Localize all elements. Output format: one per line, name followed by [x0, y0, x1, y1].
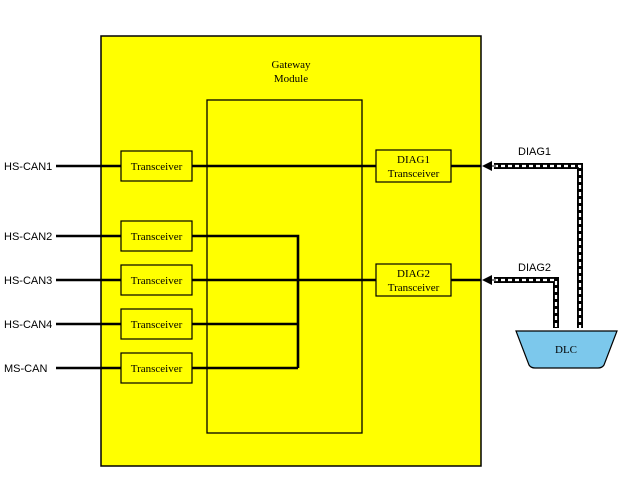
diag1-transceiver-name: DIAG1 [397, 154, 430, 166]
dlc-label: DLC [555, 344, 577, 356]
diag2-transceiver-name: DIAG2 [397, 268, 430, 280]
hs-can4-label: HS-CAN4 [4, 319, 52, 331]
diag2-transceiver-label: Transceiver [388, 282, 440, 294]
diag1-link [482, 161, 583, 328]
hs-can1-label: HS-CAN1 [4, 161, 52, 173]
gateway-title-line1: Gateway [271, 59, 311, 71]
transceiver-hs-can2 [120, 220, 193, 252]
transceiver-hs-can2-label: Transceiver [131, 231, 183, 243]
transceiver-hs-can3-label: Transceiver [131, 275, 183, 287]
ms-can-label: MS-CAN [4, 363, 47, 375]
transceiver-ms-can [120, 352, 193, 384]
gateway-core-block [206, 99, 363, 434]
diag1-transceiver-label: Transceiver [388, 168, 440, 180]
diag2-link-label: DIAG2 [518, 262, 551, 274]
transceiver-hs-can1-label: Transceiver [131, 161, 183, 173]
transceiver-hs-can4 [120, 308, 193, 340]
hs-can2-label: HS-CAN2 [4, 231, 52, 243]
transceiver-hs-can3 [120, 264, 193, 296]
transceiver-hs-can4-label: Transceiver [131, 319, 183, 331]
hs-can3-label: HS-CAN3 [4, 275, 52, 287]
gateway-title-line2: Module [274, 73, 308, 85]
diag1-link-label: DIAG1 [518, 146, 551, 158]
diag2-link [482, 275, 559, 328]
transceiver-ms-can-label: Transceiver [131, 363, 183, 375]
dlc-connector [515, 330, 618, 369]
diag2-transceiver [375, 263, 452, 297]
transceiver-hs-can1 [120, 150, 193, 182]
